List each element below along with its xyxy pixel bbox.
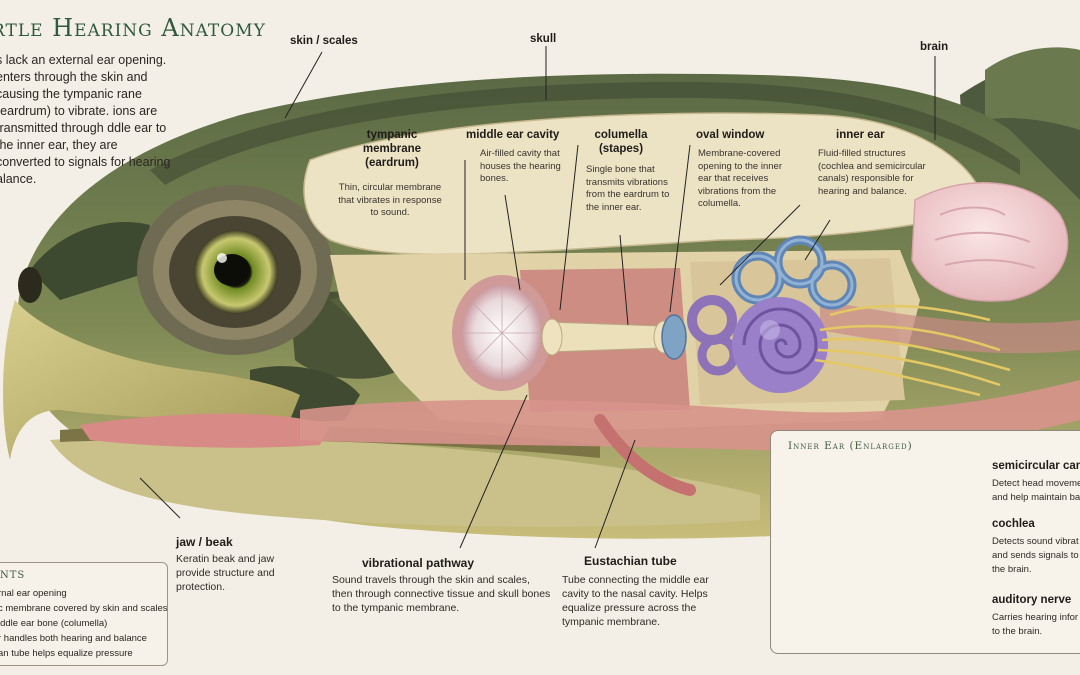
- key-list: rnal ear opening c membrane covered by s…: [0, 586, 168, 661]
- columella-bone: [541, 318, 675, 356]
- page-title: rtle Hearing Anatomy: [0, 14, 266, 42]
- label-jaw-beak-title: jaw / beak: [176, 535, 233, 549]
- key-item: an tube helps equalize pressure: [0, 648, 133, 659]
- tympanic-membrane: [452, 275, 552, 391]
- label-eustachian-desc: Tube connecting the middle ear cavity to…: [562, 574, 709, 628]
- nostril: [18, 267, 42, 303]
- label-middle-ear-desc: Air-filled cavity that houses the hearin…: [480, 148, 561, 184]
- oval-window: [661, 314, 687, 360]
- key-item: r handles both hearing and balance: [0, 633, 147, 644]
- key-item: iddle ear bone (columella): [0, 618, 108, 629]
- inset-cochlea-desc-2: and sends signals to: [992, 550, 1079, 561]
- label-tympanic-desc: Thin, circular membrane that vibrates in…: [338, 182, 442, 218]
- label-middle-ear-title: middle ear cavity: [466, 129, 560, 141]
- inner-ear-illustration: [687, 235, 1011, 397]
- eye: [137, 185, 333, 355]
- label-skull: skull: [530, 33, 557, 45]
- inset-title: Inner Ear (Enlarged): [788, 440, 913, 452]
- leader-lines: [139, 46, 936, 549]
- inset-auditory-title: auditory nerve: [992, 594, 1072, 606]
- key-item: c membrane covered by skin and scales: [0, 603, 168, 614]
- label-inner-ear-title: inner ear: [836, 129, 885, 141]
- label-vibrational-desc: Sound travels through the skin and scale…: [332, 574, 551, 614]
- label-brain: brain: [920, 41, 949, 53]
- label-columella-desc: Single bone that transmits vibrations fr…: [586, 164, 670, 213]
- inset-cochlea-title: cochlea: [992, 518, 1035, 530]
- inset-semicircular-desc-1: Detect head moveme: [992, 478, 1080, 489]
- inner-ear-inset-panel: [770, 430, 1080, 654]
- inset-auditory-desc-2: to the brain.: [992, 626, 1043, 637]
- key-title: NTS: [0, 570, 26, 581]
- label-vibrational-title: vibrational pathway: [362, 556, 475, 570]
- inset-semicircular-title: semicircular cana: [992, 460, 1080, 472]
- label-skin-scales: skin / scales: [290, 35, 358, 47]
- inset-auditory-desc-1: Carries hearing infor: [992, 612, 1079, 623]
- inset-semicircular-desc-2: and help maintain ba: [992, 492, 1080, 503]
- label-tympanic-title: tympanic membrane (eardrum): [362, 129, 422, 169]
- brain-tissue: [911, 182, 1069, 302]
- key-item: rnal ear opening: [0, 588, 67, 599]
- label-eustachian-title: Eustachian tube: [584, 554, 677, 568]
- label-inner-ear-desc: Fluid-filled structures (cochlea and sem…: [818, 148, 926, 197]
- key-panel: [0, 562, 168, 666]
- label-oval-window-title: oval window: [696, 129, 765, 141]
- label-oval-window-desc: Membrane-covered opening to the inner ea…: [698, 148, 782, 209]
- inset-cochlea-desc-3: the brain.: [992, 564, 1032, 575]
- intro-text: s lack an external ear opening. enters t…: [0, 53, 171, 186]
- label-jaw-beak-desc: Keratin beak and jaw provide structure a…: [176, 553, 275, 593]
- label-columella-title: columella (stapes): [594, 129, 648, 155]
- inset-cochlea-desc-1: Detects sound vibrat: [992, 536, 1079, 547]
